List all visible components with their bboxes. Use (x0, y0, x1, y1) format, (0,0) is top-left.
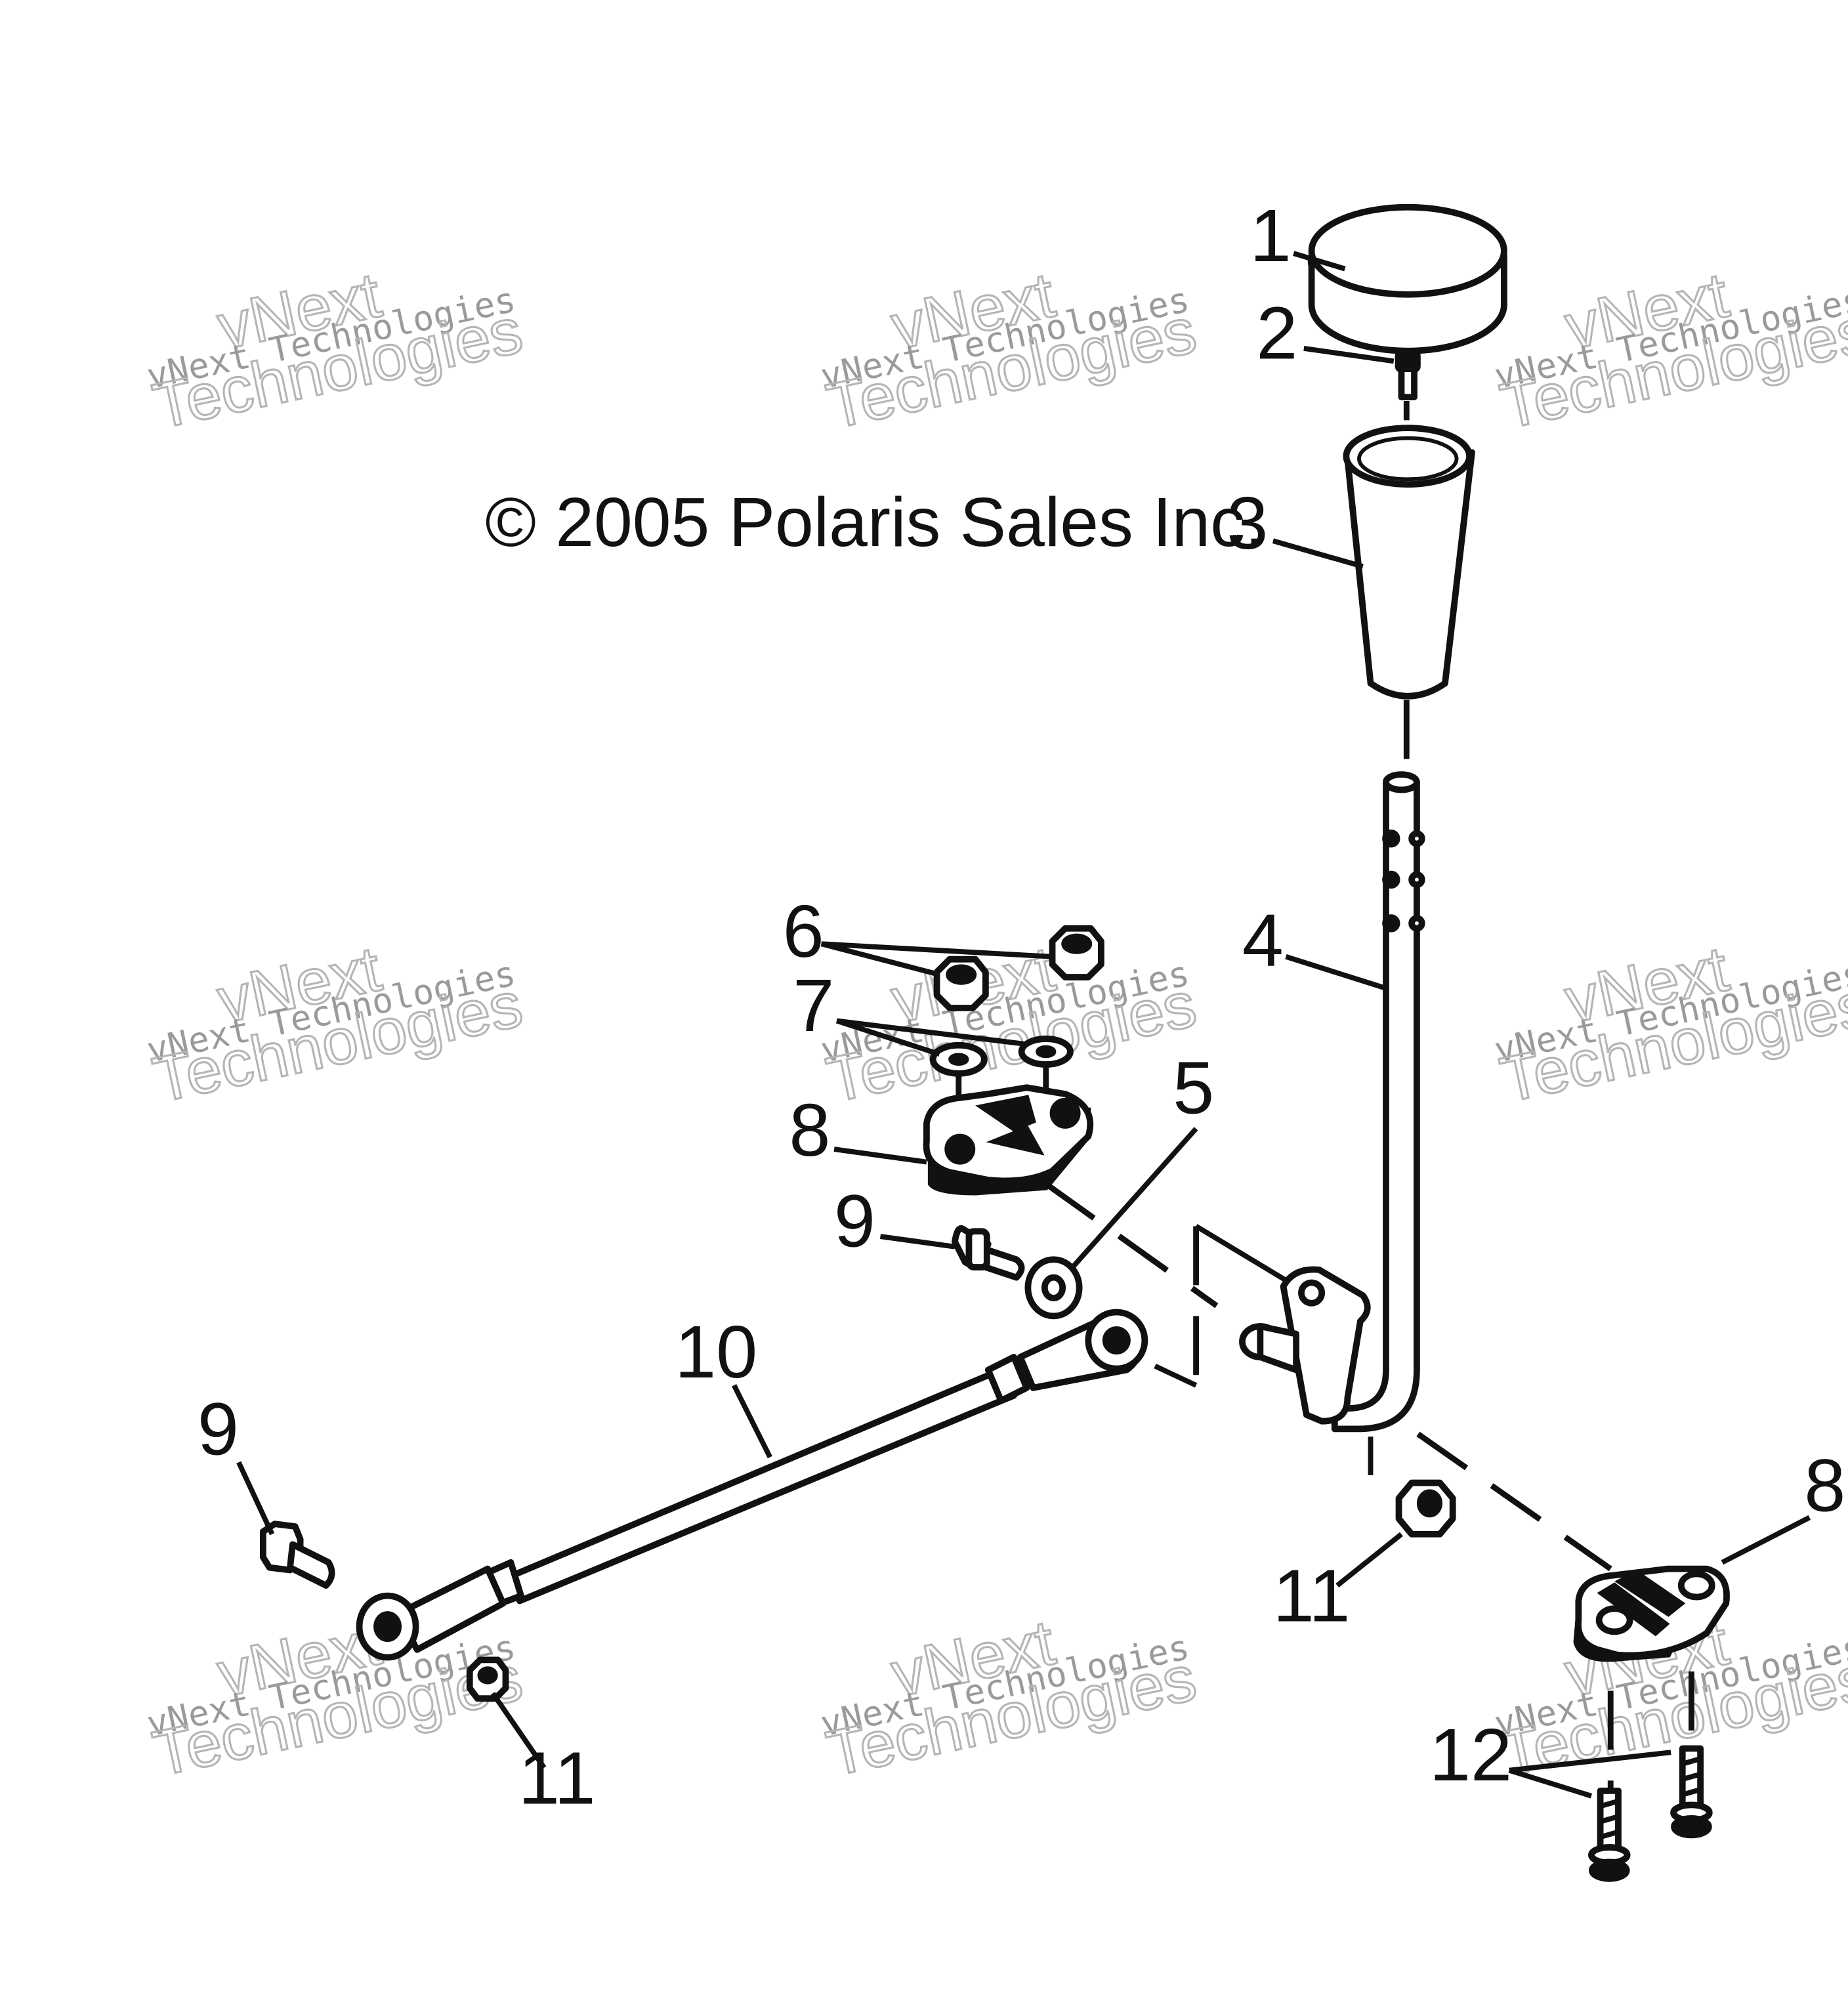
shift-grip (1343, 425, 1475, 700)
lock-nut (933, 956, 989, 1011)
callout-5: 5 (1173, 1046, 1214, 1129)
callout-9: 9 (834, 1180, 875, 1263)
callout-2: 2 (1256, 291, 1297, 375)
callout-12: 12 (1429, 1713, 1512, 1797)
leader-lines (236, 251, 1811, 1799)
pivot-bracket-upper (923, 1084, 1094, 1196)
bracket-screw (1670, 1745, 1713, 1839)
callout-8: 8 (1804, 1444, 1845, 1528)
washer (1024, 1256, 1083, 1320)
hex-nut-left (466, 1656, 509, 1702)
callout-11: 11 (518, 1736, 596, 1820)
callout-7: 7 (793, 964, 834, 1047)
link-bolt (259, 1521, 335, 1589)
callout-10: 10 (675, 1311, 757, 1394)
callout-labels: 1 2 3 4 5 6 7 8 8 9 9 10 11 11 12 (198, 194, 1845, 1820)
bracket-screws (1587, 1745, 1713, 1882)
shift-link-rod (356, 1309, 1148, 1661)
callout-8: 8 (789, 1089, 830, 1172)
watermark: vNext vNext Technologies Technologies (817, 931, 1203, 1118)
watermark: vNext vNext Technologies Technologies (144, 257, 530, 444)
pivot-bolt (952, 1225, 1025, 1281)
callout-11: 11 (1273, 1555, 1351, 1638)
watermark: vNext vNext Technologies Technologies (1491, 931, 1848, 1118)
lock-nuts (933, 925, 1104, 1011)
hex-nut-right (1395, 1479, 1456, 1538)
knob-screw (1395, 349, 1421, 401)
pivot-bracket-lower (1573, 1565, 1730, 1662)
callout-1: 1 (1250, 194, 1291, 278)
watermark: vNext vNext Technologies Technologies (817, 257, 1203, 444)
callout-6: 6 (783, 890, 824, 973)
copyright-notice: © 2005 Polaris Sales Inc. (485, 484, 1264, 561)
lock-nut (1049, 925, 1104, 980)
shift-lever-rod (1239, 771, 1425, 1433)
watermark: vNext vNext Technologies Technologies (1491, 257, 1848, 444)
watermark: vNext vNext Technologies Technologies (817, 1605, 1203, 1791)
flat-washers (929, 1036, 1074, 1077)
callout-4: 4 (1242, 898, 1284, 982)
watermark: vNext vNext Technologies Technologies (144, 931, 530, 1118)
shift-knob-cap (1307, 203, 1507, 354)
callout-3: 3 (1227, 482, 1268, 565)
callout-9: 9 (198, 1388, 239, 1471)
bracket-screw (1587, 1788, 1631, 1882)
